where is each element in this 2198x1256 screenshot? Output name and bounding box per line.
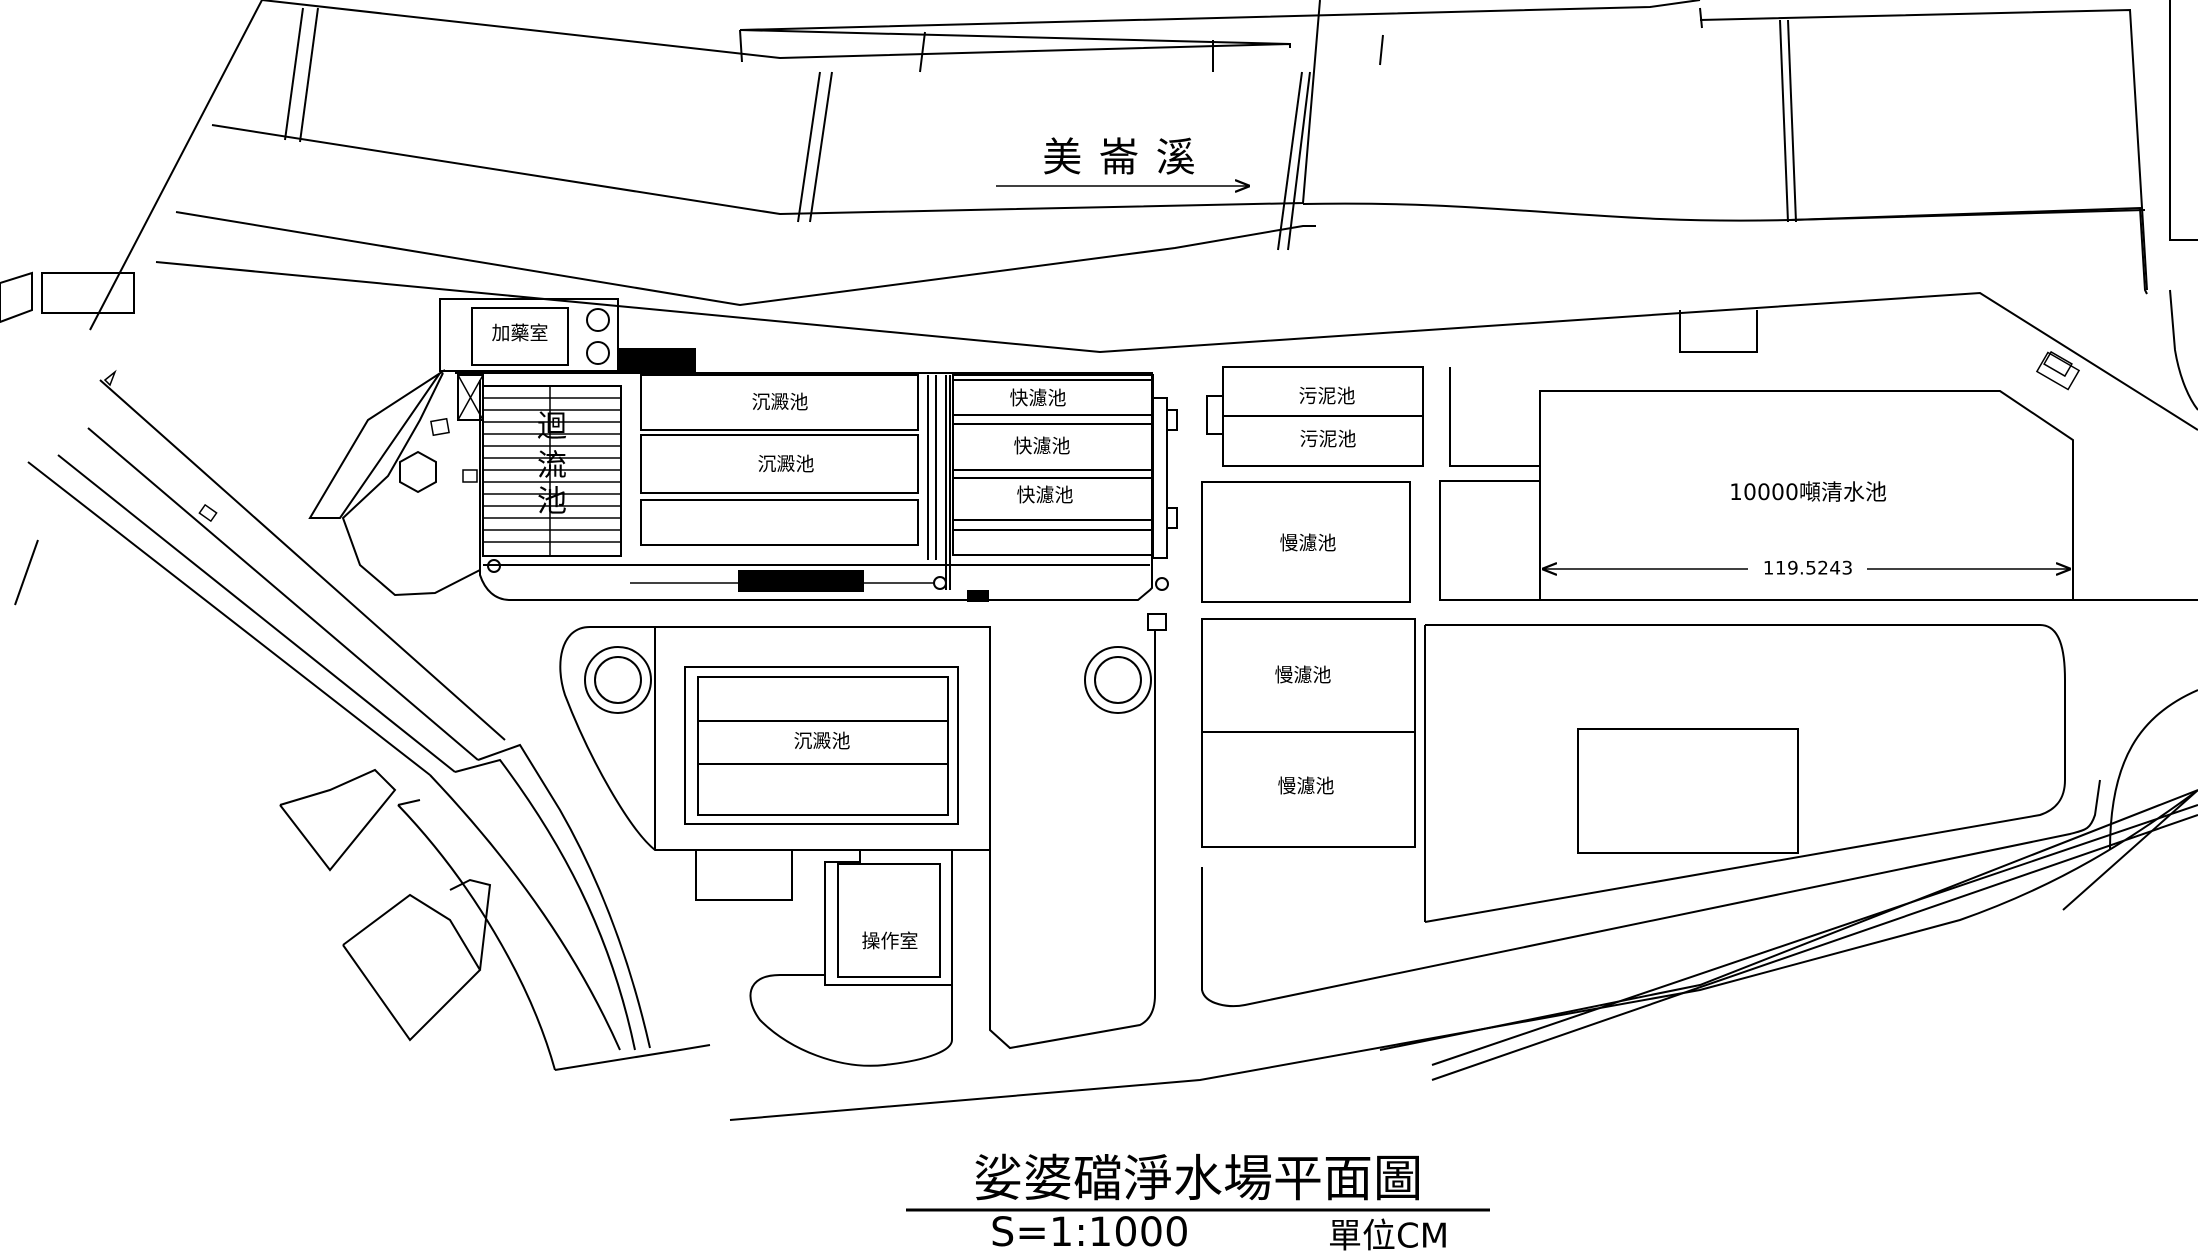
drawing-scale: S=1:1000 [990,1210,1190,1256]
drawing-unit: 單位CM [1328,1217,1449,1256]
clear-water-label: 10000噸清水池 [1729,481,1887,506]
return-pond-char-1: 迴 [537,410,567,445]
left-structures [0,271,711,1071]
slow-filter-3-label: 慢濾池 [1277,776,1334,798]
right-roads [729,624,2198,1121]
sedimentation-pond-lower [559,626,1156,1050]
dosing-room [439,298,696,373]
sludge-pond-1-label: 污泥池 [1298,386,1355,408]
drawing-title: 娑婆礑淨水場平面圖 [973,1150,1423,1208]
return-pond-char-3: 池 [537,485,567,520]
river-label: 美 崙 溪 [1042,135,1197,181]
operation-room [749,850,953,1067]
sludge-pond-2-label: 污泥池 [1299,429,1356,451]
rapid-filter-3-label: 快濾池 [1016,485,1073,507]
sedimentation-pond-3-label: 沉澱池 [793,731,850,753]
rapid-filter-ponds [952,374,1178,559]
sedimentation-pond-2-label: 沉澱池 [757,454,814,476]
dosing-room-label: 加藥室 [491,323,548,345]
slow-filter-1-label: 慢濾池 [1279,533,1336,555]
river-cross-lines [284,7,1797,251]
sedimentation-pond-1-label: 沉澱池 [751,392,808,414]
slow-filter-2-label: 慢濾池 [1274,665,1331,687]
clear-water-dimension: 119.5243 [1763,558,1854,580]
return-pond-char-2: 流 [537,449,567,484]
rapid-filter-2-label: 快濾池 [1013,436,1070,458]
sludge-ponds [1206,366,1424,467]
clear-water-reservoir [1439,310,2198,601]
sedimentation-ponds-top [483,374,1169,602]
operation-room-label: 操作室 [861,931,918,953]
rapid-filter-1-label: 快濾池 [1009,388,1066,410]
slow-filter-ponds [1147,481,1416,848]
river-banks [89,0,2198,431]
